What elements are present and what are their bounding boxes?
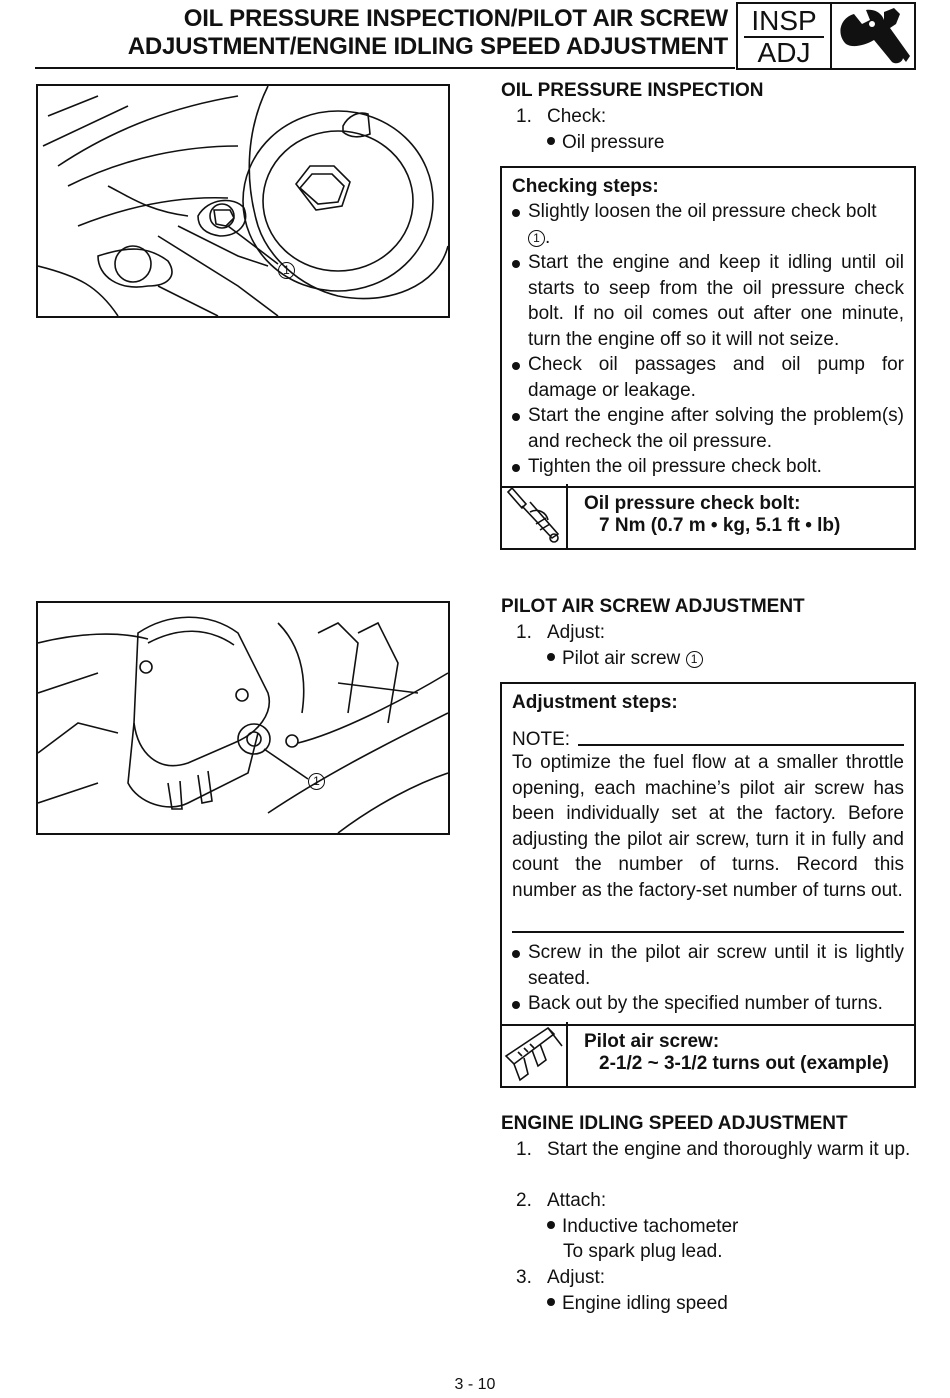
bullet-dot — [547, 1298, 555, 1306]
idle-step3-item-text: Engine idling speed — [562, 1293, 728, 1314]
pilot-step1-item: Pilot air screw 1 — [547, 646, 703, 672]
bullet-dot — [512, 950, 520, 958]
badge-adj-label: ADJ — [757, 37, 811, 68]
figure-callout-1: 1 — [308, 773, 325, 791]
section-badge: INSP ADJ — [736, 2, 916, 70]
pilot-air-screw-title: PILOT AIR SCREW ADJUSTMENT — [501, 596, 805, 617]
note-rule-bottom — [512, 931, 904, 933]
adjustment-steps-title: Adjustment steps: — [512, 692, 678, 713]
checking-steps-box: Checking steps: Slightly loosen the oil … — [500, 166, 916, 488]
idle-step2-item-text: Inductive tachometer — [562, 1216, 739, 1237]
adjustment-step-1-text: Screw in the pilot air screw until it is… — [528, 942, 904, 989]
checking-step-3: Check oil passages and oil pump for dama… — [512, 352, 904, 403]
checking-step-2: Start the engine and keep it idling unti… — [512, 250, 904, 352]
idle-step2-item: Inductive tachometer — [547, 1214, 738, 1240]
bullet-dot — [547, 653, 555, 661]
page-title-line-1: OIL PRESSURE INSPECTION/PILOT AIR SCREW — [183, 5, 728, 32]
checking-step-3-text: Check oil passages and oil pump for dama… — [528, 354, 904, 401]
adjustment-step-2: Back out by the specified number of turn… — [512, 991, 904, 1017]
idle-step3-item: Engine idling speed — [547, 1291, 728, 1317]
oil-pressure-figure: 1 — [36, 84, 450, 318]
idling-speed-title: ENGINE IDLING SPEED ADJUSTMENT — [501, 1113, 848, 1134]
oil-step1-label: Check: — [547, 106, 607, 127]
header-rule — [35, 67, 735, 69]
checking-step-2-text: Start the engine and keep it idling unti… — [528, 252, 904, 350]
pilot-air-screw-figure: 1 — [36, 601, 450, 835]
bullet-dot — [512, 209, 520, 217]
note-label: NOTE: — [512, 729, 571, 750]
bullet-dot — [512, 1001, 520, 1009]
adjustment-step-2-text: Back out by the specified number of turn… — [528, 993, 883, 1014]
pilot-spec-box: Pilot air screw: 2-1/2 ~ 3-1/2 turns out… — [500, 1022, 916, 1088]
idle-step1-text: Start the engine and thoroughly warm it … — [547, 1139, 911, 1160]
checking-step-4-text: Start the engine after solving the probl… — [528, 405, 904, 452]
pilot-step1-item-text: Pilot air screw — [562, 648, 681, 669]
checking-step-1-text: Slightly loosen the oil pressure check b… — [528, 201, 877, 222]
badge-insp-label: INSP — [751, 5, 817, 36]
bullet-dot — [547, 1221, 555, 1229]
bullet-dot — [512, 362, 520, 370]
checking-step-5-text: Tighten the oil pressure check bolt. — [528, 456, 822, 477]
part-ref-1: 1 — [528, 229, 545, 247]
idle-step3-number: 3. — [516, 1267, 532, 1288]
checking-step-4: Start the engine after solving the probl… — [512, 403, 904, 454]
badge-divider — [744, 36, 824, 38]
bullet-dot — [512, 413, 520, 421]
pilot-spec-name: Pilot air screw: — [584, 1031, 720, 1052]
idle-step2-label: Attach: — [547, 1190, 607, 1211]
badge-separator — [830, 4, 832, 68]
oil-spec-name: Oil pressure check bolt: — [584, 493, 801, 514]
page-title-line-2: ADJUSTMENT/ENGINE IDLING SPEED ADJUSTMEN… — [127, 33, 728, 60]
bullet-dot — [512, 260, 520, 268]
part-ref-1: 1 — [685, 651, 703, 668]
pilot-spec-value: 2-1/2 ~ 3-1/2 turns out (example) — [599, 1053, 889, 1074]
oil-spec-box: Oil pressure check bolt: 7 Nm (0.7 m • k… — [500, 484, 916, 550]
checking-steps-title: Checking steps: — [512, 176, 659, 197]
oil-step1-item: Oil pressure — [547, 130, 664, 156]
page-number: 3 - 10 — [454, 1376, 496, 1393]
bullet-dot — [512, 464, 520, 472]
adjustment-steps-box: Adjustment steps: NOTE: To optimize the … — [500, 682, 916, 1026]
oil-spec-value: 7 Nm (0.7 m • kg, 5.1 ft • lb) — [599, 515, 841, 536]
pilot-step1-number: 1. — [516, 622, 532, 643]
oil-step1-number: 1. — [516, 106, 532, 127]
idle-step3-label: Adjust: — [547, 1267, 606, 1288]
wrench-screwdriver-icon — [832, 4, 914, 68]
checking-step-1: Slightly loosen the oil pressure check b… — [512, 199, 904, 250]
note-rule-top — [578, 744, 904, 746]
oil-pressure-title: OIL PRESSURE INSPECTION — [501, 80, 764, 101]
idle-step2-sub: To spark plug lead. — [563, 1241, 723, 1262]
caliper-icon — [502, 1022, 568, 1086]
idle-step1-number: 1. — [516, 1139, 532, 1160]
idle-step2-number: 2. — [516, 1190, 532, 1211]
figure-callout-1: 1 — [278, 262, 295, 280]
pilot-step1-label: Adjust: — [547, 622, 606, 643]
oil-step1-item-text: Oil pressure — [562, 132, 665, 153]
torque-wrench-icon — [502, 484, 568, 548]
note-text: To optimize the fuel flow at a smaller t… — [512, 752, 904, 901]
adjustment-step-1: Screw in the pilot air screw until it is… — [512, 940, 904, 991]
checking-step-5: Tighten the oil pressure check bolt. — [512, 454, 904, 480]
bullet-dot — [547, 137, 555, 145]
